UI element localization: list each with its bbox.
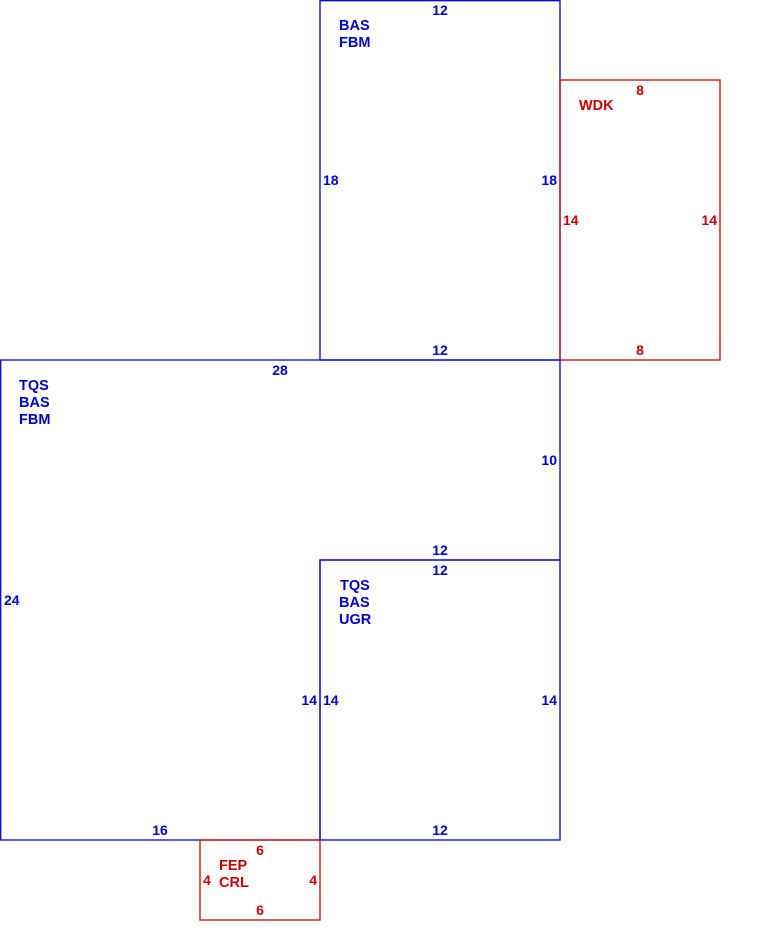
dimension-top: 12	[432, 2, 448, 18]
area-lower-ugr[interactable]: TQS BAS UGR 12 14 14 12	[319, 559, 561, 841]
area-main-tqs[interactable]: TQS BAS FBM 28 24 10 12 14 16	[0, 359, 561, 841]
dimension-bottom: 12	[432, 822, 448, 838]
dimension-right: 4	[309, 872, 317, 888]
area-code: FEP	[219, 858, 248, 874]
area-code: BAS	[339, 595, 370, 611]
dimension-top: 12	[432, 562, 448, 578]
dimension-bottom: 8	[636, 342, 644, 358]
area-wdk[interactable]: WDK 8 14 14 8	[559, 79, 721, 361]
dimension-right: 10	[541, 452, 557, 468]
area-code: CRL	[219, 875, 249, 891]
area-code: WDK	[579, 98, 614, 114]
area-code: FBM	[19, 412, 50, 428]
area-upper-bas-outline	[319, 0, 561, 361]
dimension-right: 14	[701, 212, 717, 228]
dimension-inner-left: 14	[301, 692, 317, 708]
area-fep-outline	[199, 839, 321, 921]
dimension-right: 18	[541, 172, 557, 188]
area-wdk-outline	[559, 79, 721, 361]
area-code: TQS	[19, 378, 49, 394]
dimension-left: 18	[323, 172, 339, 188]
dimension-bottom: 6	[256, 902, 264, 918]
area-fep[interactable]: FEP CRL 6 4 4 6	[199, 839, 321, 921]
dimension-left: 14	[563, 212, 579, 228]
dimension-left: 14	[323, 692, 339, 708]
dimension-right: 14	[541, 692, 557, 708]
area-code: UGR	[339, 612, 372, 628]
area-code: TQS	[340, 578, 370, 594]
area-code: BAS	[339, 18, 370, 34]
area-code: FBM	[339, 35, 370, 51]
area-main-outline	[0, 359, 561, 841]
area-upper-bas[interactable]: BAS FBM 12 18 18 12	[319, 0, 561, 361]
dimension-inner-top: 12	[432, 542, 448, 558]
dimension-left: 24	[4, 592, 20, 608]
dimension-top: 8	[636, 82, 644, 98]
dimension-bottom: 16	[152, 822, 168, 838]
dimension-left: 4	[203, 872, 211, 888]
dimension-top: 28	[272, 362, 288, 378]
dimension-bottom: 12	[432, 342, 448, 358]
area-lower-outline	[319, 559, 561, 841]
area-code: BAS	[19, 395, 50, 411]
dimension-top: 6	[256, 842, 264, 858]
